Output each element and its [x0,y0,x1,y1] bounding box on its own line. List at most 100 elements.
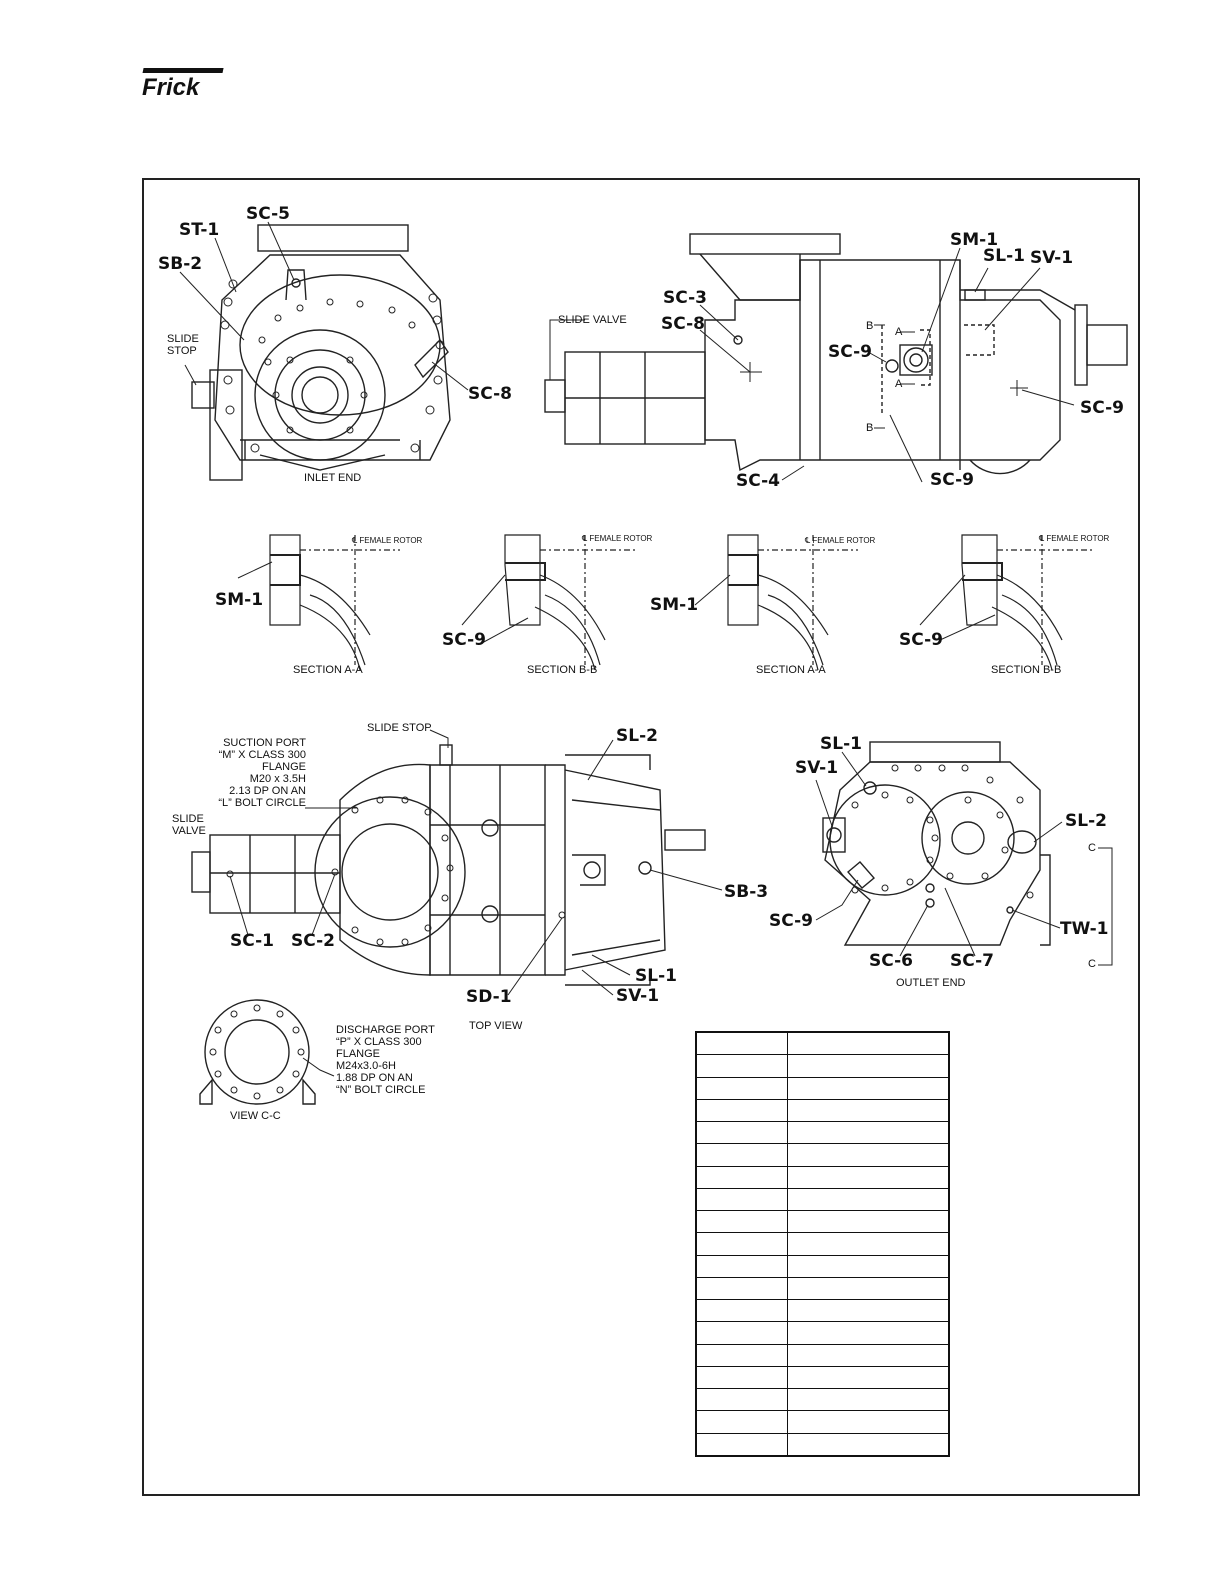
table-row [695,1210,950,1234]
caption-slide-stop: SLIDE STOP [167,333,199,357]
table-cell [695,1299,788,1323]
label-sm-1-section-2: SM-1 [650,595,699,615]
table-cell [787,1276,950,1301]
table-cell [695,1076,788,1100]
table-cell [787,1321,950,1345]
female-rotor-centerline-1: ℄ FEMALE ROTOR [352,536,423,545]
label-sc-7: SC-7 [950,951,994,971]
label-sl-1-top: SL-1 [635,966,677,986]
table-cell [787,1054,950,1078]
label-view-c-top: C [1088,842,1096,854]
table-row [695,1232,950,1256]
female-rotor-centerline-4: ℄ FEMALE ROTOR [1039,534,1110,543]
table-cell [787,1210,950,1234]
label-sc-9-side-a: SC-9 [828,342,872,362]
table-cell [695,1143,788,1167]
table-cell [787,1165,950,1189]
table-row [695,1410,950,1434]
label-sl-1-side: SL-1 [983,246,1025,266]
label-sc-5: SC-5 [246,204,290,224]
label-sl-2-top: SL-2 [616,726,658,746]
caption-discharge-port: DISCHARGE PORT “P” X CLASS 300 FLANGE M2… [336,1024,435,1096]
caption-slide-stop-top: SLIDE STOP [367,722,432,734]
table-cell [695,1232,788,1256]
table-row [695,1343,950,1367]
table-cell [695,1388,788,1412]
label-section-a-bottom: A [895,378,903,390]
label-sv-1-outlet: SV-1 [795,758,839,778]
table-row [695,1143,950,1167]
inlet-end-drawing [191,224,451,481]
caption-suction-port: SUCTION PORT “M” X CLASS 300 FLANGE M20 … [218,737,306,809]
label-sm-1-side: SM-1 [950,230,999,250]
table-row [695,1365,950,1390]
drawing-frame [142,178,1140,1496]
label-sc-9-section-2: SC-9 [899,630,943,650]
table-row [695,1031,950,1056]
caption-section-bb-1: SECTION B-B [527,664,598,676]
label-sv-1-top: SV-1 [616,986,660,1006]
label-sv-1-side: SV-1 [1030,248,1074,268]
table-row [695,1299,950,1323]
table-row [695,1432,950,1457]
caption-section-bb-2: SECTION B-B [991,664,1062,676]
table-cell [695,1365,788,1390]
table-cell [787,1388,950,1412]
label-sc-3: SC-3 [663,288,707,308]
label-sc-8-inlet: SC-8 [468,384,512,404]
table-cell [695,1210,788,1234]
table-row [695,1076,950,1100]
caption-top-view: TOP VIEW [469,1020,523,1032]
table-cell [787,1343,950,1367]
table-cell [787,1187,950,1212]
table-cell [695,1321,788,1345]
table-cell [695,1276,788,1301]
label-sl-1-outlet: SL-1 [820,734,862,754]
table-cell [695,1165,788,1189]
table-row [695,1254,950,1278]
table-cell [787,1031,950,1056]
table-cell [695,1187,788,1212]
table-cell [695,1432,788,1457]
table-cell [787,1365,950,1390]
table-cell [695,1254,788,1278]
label-section-b-top: B [866,320,874,332]
table-cell [787,1410,950,1434]
table-row [695,1165,950,1189]
label-view-c-bottom: C [1088,958,1096,970]
table-row [695,1321,950,1345]
table-cell [787,1432,950,1457]
table-row [695,1121,950,1145]
table-row [695,1276,950,1301]
table-row [695,1388,950,1412]
label-sb-3: SB-3 [724,882,769,902]
label-sb-2: SB-2 [158,254,203,274]
table-cell [787,1299,950,1323]
label-sm-1-section-1: SM-1 [215,590,264,610]
table-cell [695,1054,788,1078]
table-cell [787,1143,950,1167]
label-sc-4: SC-4 [736,471,780,491]
table-cell [787,1232,950,1256]
table-cell [787,1098,950,1123]
table-cell [787,1254,950,1278]
label-sc-9-side-b: SC-9 [1080,398,1124,418]
view-cc-drawing [199,999,316,1105]
table-cell [695,1098,788,1123]
caption-section-aa-2: SECTION A-A [756,664,826,676]
connection-table [695,1031,950,1457]
table-row [695,1187,950,1212]
female-rotor-centerline-3: ℄ FEMALE ROTOR [805,536,876,545]
table-cell [695,1410,788,1434]
table-cell [787,1076,950,1100]
table-row [695,1098,950,1123]
label-sc-6: SC-6 [869,951,913,971]
caption-slide-valve-side: SLIDE VALVE [558,314,627,326]
caption-section-aa-1: SECTION A-A [293,664,363,676]
svg-text:Frick: Frick [142,74,201,100]
caption-view-cc: VIEW C-C [230,1110,281,1122]
caption-outlet-end: OUTLET END [896,977,966,989]
table-cell [695,1031,788,1056]
label-sl-2-outlet: SL-2 [1065,811,1107,831]
